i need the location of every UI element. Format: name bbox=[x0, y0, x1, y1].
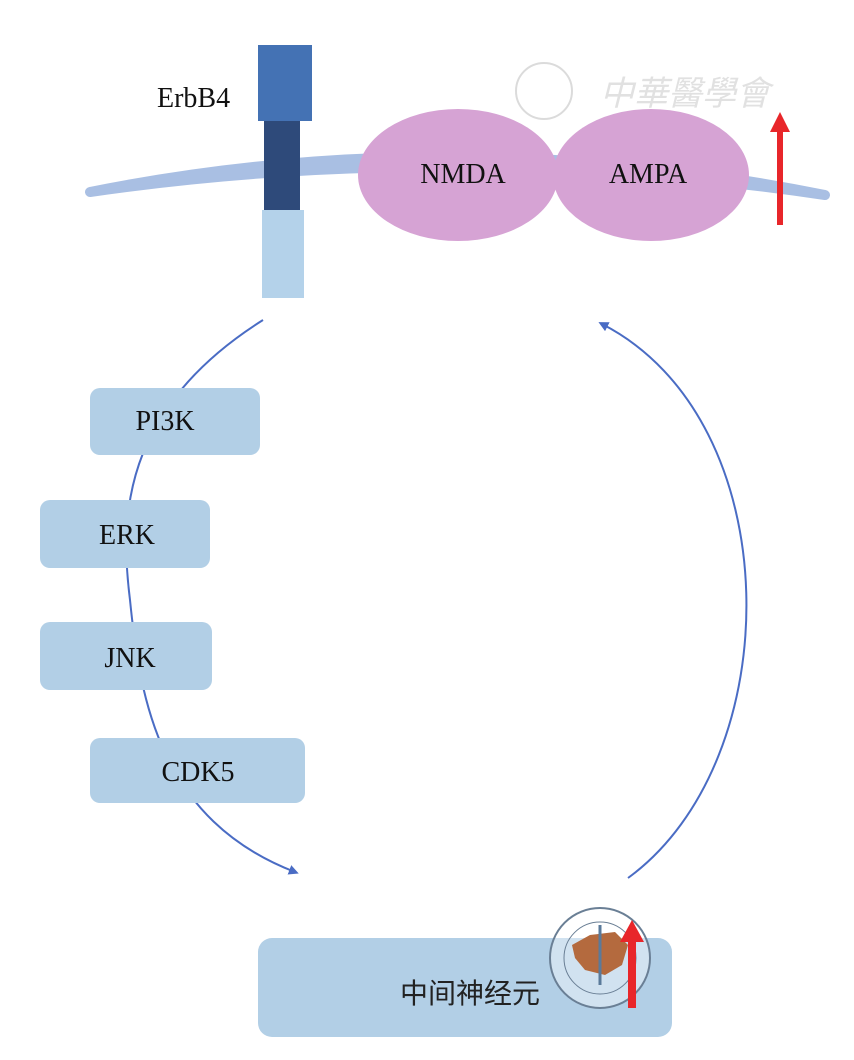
interneuron-box: 中间神经元 bbox=[258, 938, 672, 1037]
pathway-jnk: JNK bbox=[40, 622, 212, 690]
pathway-pi3k: PI3K bbox=[90, 388, 260, 455]
pi3k-label: PI3K bbox=[135, 406, 194, 437]
pathway-erk: ERK bbox=[40, 500, 210, 568]
jnk-label: JNK bbox=[104, 643, 155, 674]
ampa-label: AMPA bbox=[609, 159, 688, 190]
erbb4-receptor bbox=[258, 45, 312, 298]
cdk5-label: CDK5 bbox=[161, 757, 234, 788]
watermark-text: 中華醫學會 bbox=[600, 74, 775, 114]
erk-label: ERK bbox=[99, 520, 155, 551]
watermark: 中華醫學會 bbox=[515, 62, 775, 120]
erbb4-label: ErbB4 bbox=[157, 83, 230, 114]
seal-watermark-icon bbox=[515, 62, 573, 120]
nmda-label: NMDA bbox=[420, 159, 506, 190]
feedback-arrow bbox=[598, 322, 748, 879]
pathway-cdk5: CDK5 bbox=[90, 738, 305, 803]
interneuron-label: 中间神经元 bbox=[400, 977, 540, 1010]
up-arrow-icon bbox=[770, 112, 790, 225]
up-arrow-icon bbox=[620, 920, 644, 1008]
nmda-receptor bbox=[358, 109, 558, 241]
ampa-receptor bbox=[553, 109, 749, 241]
